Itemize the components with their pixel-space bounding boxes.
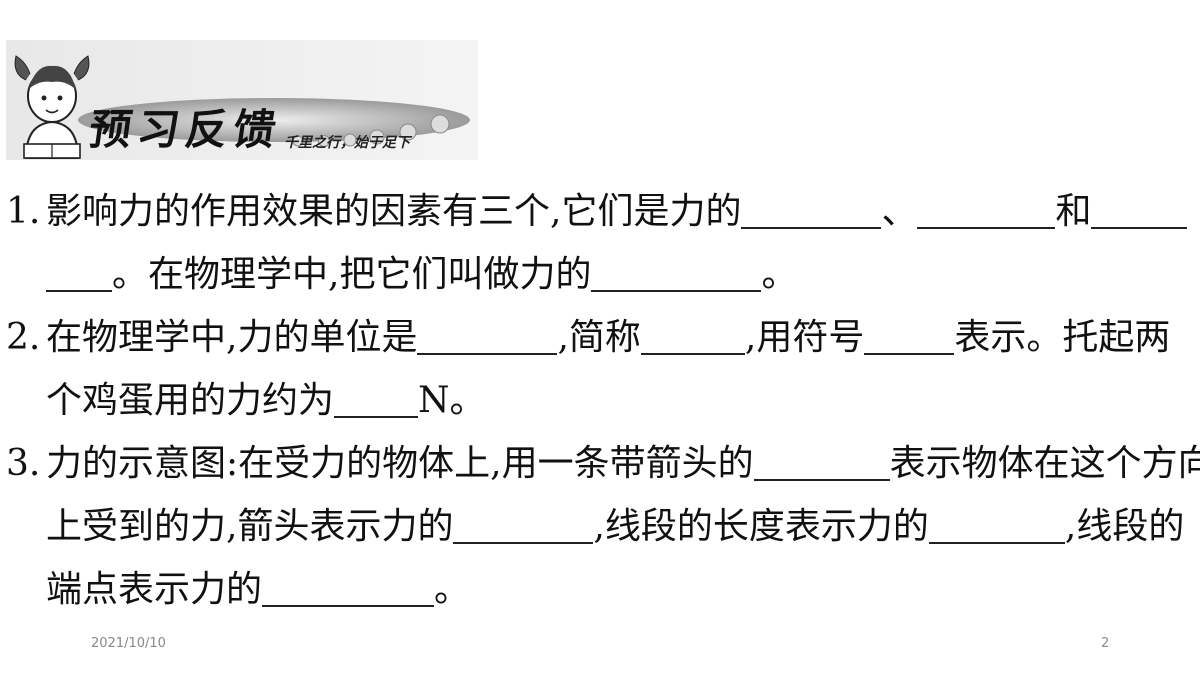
question-text: 上受到的力,箭头表示力的: [46, 506, 454, 547]
question-line: 1.影响力的作用效果的因素有三个,它们是力的 、 和: [6, 180, 1192, 243]
answer-blank[interactable]: [864, 313, 955, 355]
question-text: 影响力的作用效果的因素有三个,它们是力的: [46, 191, 742, 232]
question-text: ,用符号: [744, 317, 865, 358]
answer-blank[interactable]: [741, 187, 882, 229]
answer-blank[interactable]: [753, 439, 890, 481]
question-1: 1.影响力的作用效果的因素有三个,它们是力的 、 和 。在物理学中,把它们叫做力的 。: [6, 180, 1192, 306]
question-text: ,线段的: [1064, 506, 1185, 547]
answer-blank[interactable]: [417, 313, 558, 355]
question-3: 3.力的示意图:在受力的物体上,用一条带箭头的 表示物体在这个方向 上受到的力,箭…: [6, 432, 1200, 621]
question-line: 2.在物理学中,力的单位是 ,简称 ,用符号 表示。托起两: [6, 306, 1192, 369]
answer-blank[interactable]: [591, 250, 762, 292]
header-banner-graphic: [6, 40, 478, 160]
question-number: 1.: [6, 191, 41, 232]
question-line: 个鸡蛋用的力约为 N。: [6, 369, 1192, 432]
question-text: 。: [434, 569, 471, 610]
answer-blank[interactable]: [1091, 187, 1188, 229]
girl-illustration-icon: [14, 55, 90, 159]
question-text: 在物理学中,力的单位是: [46, 317, 418, 358]
page-number: 2: [1101, 636, 1110, 651]
answer-blank[interactable]: [928, 502, 1065, 544]
section-header: 预习反馈 千里之行，始于足下: [6, 40, 478, 162]
question-line: 上受到的力,箭头表示力的 ,线段的长度表示力的 ,线段的: [6, 495, 1192, 558]
question-line: 。在物理学中,把它们叫做力的 。: [6, 243, 1192, 306]
question-text: 个鸡蛋用的力约为: [46, 380, 335, 421]
answer-blank[interactable]: [917, 187, 1056, 229]
question-number: 3.: [6, 443, 41, 484]
answer-blank[interactable]: [640, 313, 745, 355]
question-text: 力的示意图:在受力的物体上,用一条带箭头的: [46, 443, 754, 484]
question-text: N。: [418, 380, 486, 421]
question-text: ,简称: [557, 317, 641, 358]
answer-blank[interactable]: [334, 376, 419, 418]
question-text: 、: [881, 191, 918, 232]
section-subtitle: 千里之行，始于足下: [284, 135, 410, 151]
footer-date: 2021/10/10: [91, 636, 166, 651]
question-line: 3.力的示意图:在受力的物体上,用一条带箭头的 表示物体在这个方向: [6, 432, 1200, 495]
question-2: 2.在物理学中,力的单位是 ,简称 ,用符号 表示。托起两 个鸡蛋用的力约为 N。: [6, 306, 1192, 432]
answer-blank[interactable]: [46, 250, 112, 292]
question-text: 端点表示力的: [46, 569, 263, 610]
section-title: 预习反馈: [86, 105, 286, 154]
question-list: 1.影响力的作用效果的因素有三个,它们是力的、和 。在物理学中,把它们叫做力的。…: [6, 180, 1200, 621]
answer-blank[interactable]: [262, 565, 435, 607]
question-text: 表示物体在这个方向: [889, 443, 1200, 484]
question-text: 。: [761, 254, 798, 295]
question-text: 。在物理学中,把它们叫做力的: [112, 254, 592, 295]
question-text: 和: [1055, 191, 1092, 232]
question-text: ,线段的长度表示力的: [593, 506, 929, 547]
answer-blank[interactable]: [453, 502, 594, 544]
question-text: 表示。托起两: [954, 317, 1171, 358]
question-number: 2.: [6, 317, 41, 358]
question-line: 端点表示力的 。: [6, 558, 1192, 621]
